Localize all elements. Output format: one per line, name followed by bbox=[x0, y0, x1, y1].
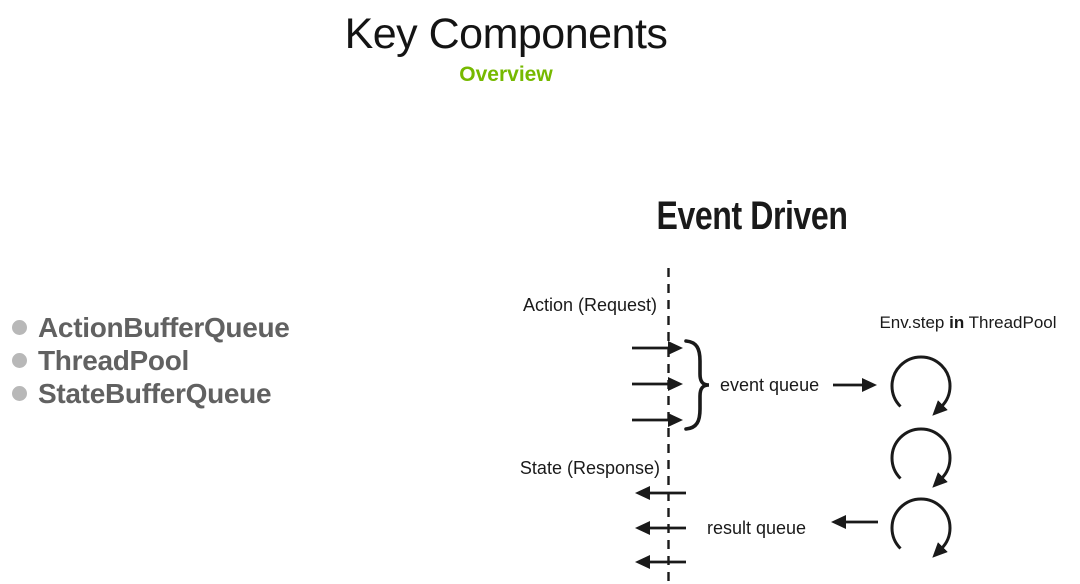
list-item: ActionBufferQueue bbox=[12, 311, 290, 344]
bullet-icon bbox=[12, 353, 27, 368]
list-item: ThreadPool bbox=[12, 344, 290, 377]
brace-icon bbox=[684, 339, 710, 431]
env-step-prefix: Env.step bbox=[879, 313, 949, 332]
bullet-icon bbox=[12, 320, 27, 335]
list-item: StateBufferQueue bbox=[12, 377, 290, 410]
list-item-label: ActionBufferQueue bbox=[38, 311, 290, 343]
env-step-suffix: ThreadPool bbox=[964, 313, 1056, 332]
loop-icon bbox=[890, 355, 952, 416]
loop-icon bbox=[890, 497, 952, 558]
result-queue-label: result queue bbox=[707, 518, 806, 538]
page-title: Key Components bbox=[344, 10, 668, 58]
env-step-label: Env.step in ThreadPool bbox=[879, 313, 1056, 332]
loop-icon bbox=[890, 427, 952, 488]
event-queue-label: event queue bbox=[720, 375, 819, 395]
key-components-list: ActionBufferQueue ThreadPool StateBuffer… bbox=[12, 311, 290, 410]
action-request-label: Action (Request) bbox=[523, 295, 657, 315]
page-subtitle: Overview bbox=[459, 63, 553, 87]
list-item-label: StateBufferQueue bbox=[38, 377, 272, 409]
slide-header: Key Components Overview bbox=[0, 10, 1012, 87]
state-response-label: State (Response) bbox=[520, 458, 660, 478]
list-item-label: ThreadPool bbox=[38, 344, 190, 376]
env-step-bold: in bbox=[949, 313, 964, 332]
event-driven-diagram: Event Driven Action (Request) event queu… bbox=[520, 194, 1057, 582]
bullet-icon bbox=[12, 386, 27, 401]
diagram-title: Event Driven bbox=[657, 194, 848, 238]
